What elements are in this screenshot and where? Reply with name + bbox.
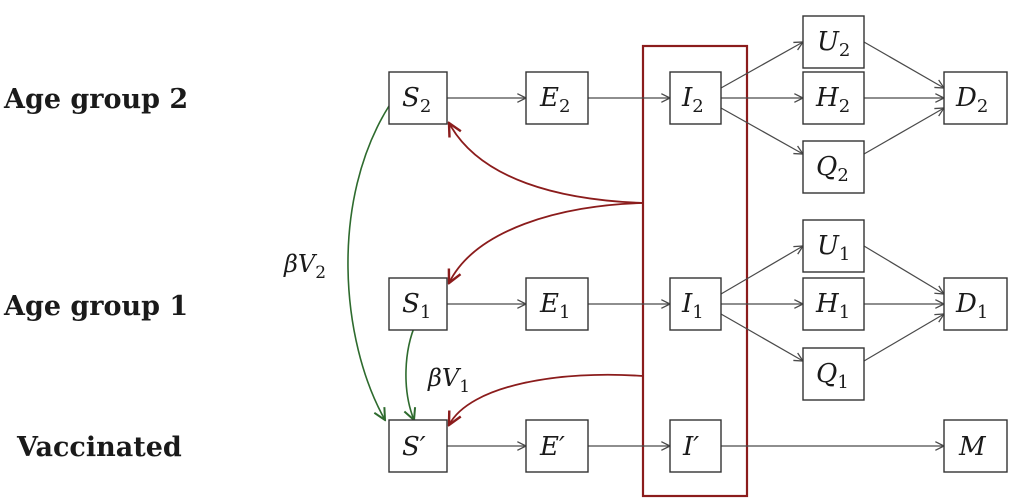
- edge-q2-d2: [863, 108, 944, 155]
- svg-text:D2: D2: [955, 83, 988, 117]
- row-label-age-group-1: Age group 1: [3, 291, 188, 322]
- svg-text:U1: U1: [817, 231, 850, 265]
- node-h2: H2: [802, 71, 865, 125]
- node-e2: E2: [525, 71, 589, 125]
- infected-group-box: [641, 44, 749, 498]
- svg-text:I2: I2: [681, 83, 704, 117]
- node-e-prime: E′: [525, 419, 589, 473]
- svg-text:D1: D1: [955, 289, 988, 323]
- node-d2: D2: [943, 71, 1008, 125]
- infection-edge-to-s2: [449, 123, 644, 204]
- edge-i1-u1: [720, 246, 803, 295]
- svg-text:M: M: [958, 432, 987, 462]
- edge-u1-d1: [863, 245, 944, 294]
- edges-age-group-1: [447, 246, 944, 361]
- svg-text:U2: U2: [817, 27, 850, 61]
- svg-text:E1: E1: [539, 289, 570, 323]
- node-e1: E1: [525, 277, 589, 331]
- edge-u2-d2: [863, 41, 944, 88]
- infection-edge-to-s1: [449, 202, 644, 283]
- rate-label-v1: βV1: [427, 364, 470, 397]
- rate-label-v2: βV2: [283, 250, 326, 283]
- svg-text:E2: E2: [539, 83, 570, 117]
- node-m: M: [943, 419, 1008, 473]
- svg-text:Q2: Q2: [816, 152, 849, 186]
- svg-text:S′: S′: [402, 432, 426, 462]
- row-label-vaccinated: Vaccinated: [16, 432, 182, 463]
- vaccination-edge-s2-sv: [347, 105, 390, 420]
- node-q2: Q2: [802, 140, 865, 194]
- node-q1: Q1: [802, 347, 865, 401]
- node-u1: U1: [802, 219, 865, 273]
- edge-i1-q1: [720, 313, 803, 361]
- row-label-age-group-2: Age group 2: [3, 84, 188, 115]
- svg-text:S1: S1: [402, 289, 431, 323]
- node-s1: S1: [388, 277, 448, 331]
- node-d1: D1: [943, 277, 1008, 331]
- node-i1: I1: [669, 277, 722, 331]
- svg-text:E′: E′: [539, 432, 565, 462]
- node-h1: H1: [802, 277, 865, 331]
- svg-text:S2: S2: [402, 83, 431, 117]
- svg-text:H1: H1: [815, 289, 850, 323]
- svg-text:I1: I1: [681, 289, 704, 323]
- node-i-prime: I′: [669, 419, 722, 473]
- edges-age-group-2: [447, 42, 944, 154]
- edge-q1-d1: [863, 314, 944, 362]
- svg-text:Q1: Q1: [816, 359, 849, 393]
- node-s-prime: S′: [388, 419, 448, 473]
- node-i2: I2: [669, 71, 722, 125]
- edge-i2-u2: [720, 42, 803, 89]
- infection-edge-to-sv: [449, 373, 644, 425]
- node-s2: S2: [388, 71, 448, 125]
- svg-text:H2: H2: [815, 83, 850, 117]
- svg-text:I′: I′: [682, 432, 699, 462]
- node-u2: U2: [802, 15, 865, 69]
- vaccination-edge-s1-sv: [406, 322, 417, 420]
- edge-i2-q2: [720, 107, 803, 154]
